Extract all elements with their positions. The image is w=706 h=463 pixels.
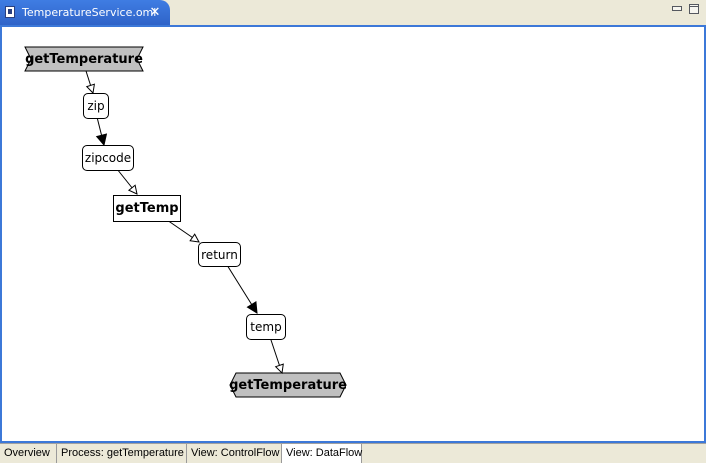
editor-tab-title: TemperatureService.oml bbox=[22, 6, 157, 19]
edge-zip-to-zipcode bbox=[97, 116, 104, 145]
node-zip[interactable]: zip bbox=[83, 93, 109, 119]
minimize-icon[interactable] bbox=[672, 6, 682, 11]
edge-start-to-zip bbox=[85, 70, 93, 93]
start-event-shape[interactable] bbox=[24, 46, 144, 72]
editor-tab-bar: TemperatureService.oml ✕ bbox=[0, 0, 706, 25]
edge-temp-to-end bbox=[269, 336, 282, 373]
diagram-canvas[interactable]: getTemperature zip zipcode getTemp retur… bbox=[0, 25, 706, 443]
edge-zipcode-to-gettemp bbox=[116, 168, 137, 194]
node-temp[interactable]: temp bbox=[246, 314, 286, 340]
tab-process-gettemperature[interactable]: Process: getTemperature bbox=[57, 444, 187, 463]
dataflow-diagram bbox=[24, 46, 347, 398]
page-tab-bar: Overview Process: getTemperature View: C… bbox=[0, 443, 706, 463]
maximize-icon[interactable] bbox=[689, 4, 699, 14]
editor-tab-temperatureservice[interactable]: TemperatureService.oml ✕ bbox=[0, 0, 170, 25]
node-return[interactable]: return bbox=[198, 242, 241, 267]
close-icon[interactable]: ✕ bbox=[149, 5, 161, 20]
file-icon bbox=[5, 6, 15, 18]
edge-gettemp-to-return bbox=[166, 219, 199, 242]
node-zipcode[interactable]: zipcode bbox=[82, 145, 134, 171]
tab-view-dataflow[interactable]: View: DataFlow bbox=[282, 444, 362, 463]
tab-overview[interactable]: Overview bbox=[0, 444, 57, 463]
node-gettemp[interactable]: getTemp bbox=[113, 195, 181, 222]
end-event-shape[interactable] bbox=[229, 372, 347, 398]
edge-return-to-temp bbox=[226, 264, 257, 313]
tab-view-controlflow[interactable]: View: ControlFlow bbox=[187, 444, 282, 463]
